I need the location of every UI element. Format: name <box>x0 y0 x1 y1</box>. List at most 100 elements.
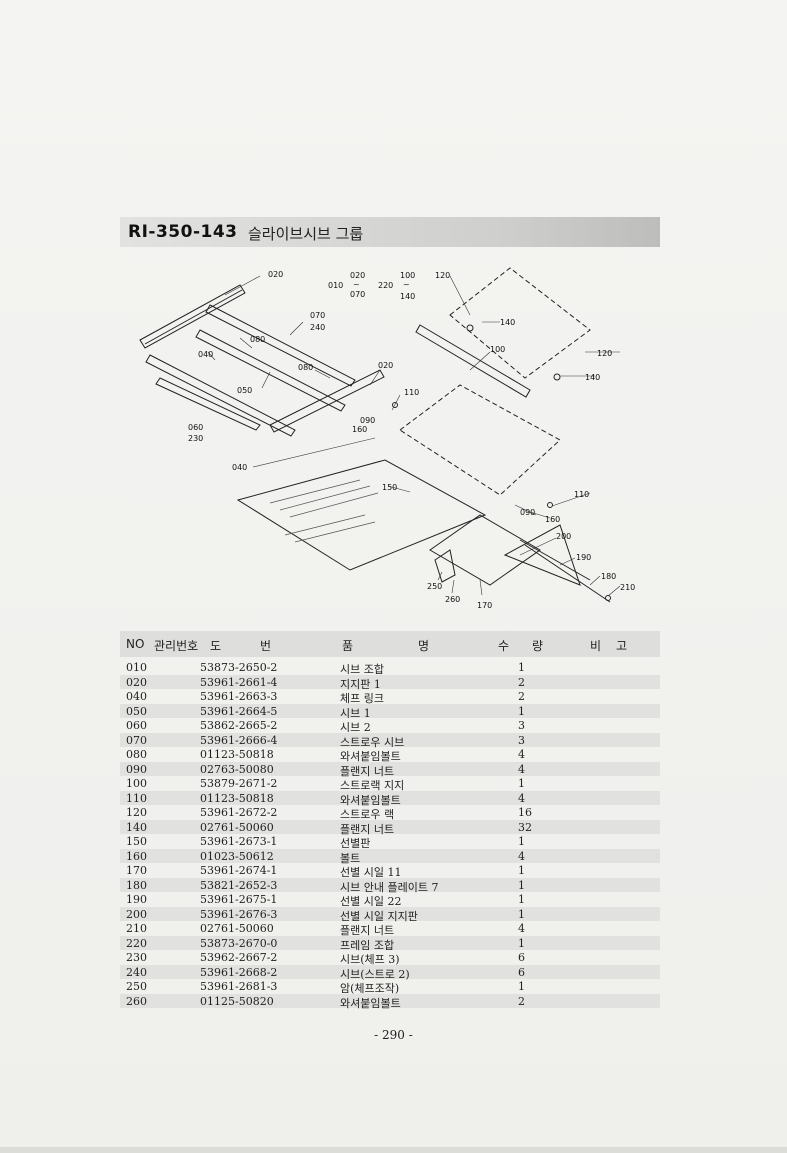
callout-160: 160 <box>352 425 367 434</box>
callout-220: 220 <box>378 281 393 290</box>
callout-260: 260 <box>445 595 460 604</box>
header-remark-a: 비 <box>590 639 602 653</box>
cell-no: 140 <box>126 820 147 834</box>
cell-drawing-no: 01023-50612 <box>200 849 274 863</box>
cell-drawing-no: 53961-2673-1 <box>200 835 278 848</box>
cell-part-name: 선별 시일 11 <box>340 866 402 879</box>
cell-part-name: 와셔붙임볼트 <box>340 750 401 763</box>
cell-drawing-no: 01123-50818 <box>200 748 274 761</box>
header-qty-a: 수 <box>498 639 510 653</box>
cell-qty: 3 <box>518 733 525 747</box>
cell-drawing-no: 02761-50060 <box>200 820 274 834</box>
callout-110-b: 110 <box>574 490 589 499</box>
cell-no: 050 <box>126 704 147 718</box>
callout-150: 150 <box>382 483 397 492</box>
cell-part-name: 플랜지 너트 <box>340 924 395 937</box>
cell-qty: 4 <box>518 849 525 863</box>
callout-010-bot: 070 <box>350 290 365 299</box>
straw-sieve-rail <box>205 304 356 387</box>
callout-160-b: 160 <box>545 515 560 524</box>
support-plate-1 <box>139 284 246 349</box>
cell-part-name: 선별판 <box>340 837 371 850</box>
cell-drawing-no: 53961-2668-2 <box>200 965 278 979</box>
cell-no: 260 <box>126 994 147 1008</box>
cell-qty: 4 <box>518 748 525 761</box>
cell-drawing-no: 02761-50060 <box>200 922 274 935</box>
callout-250: 250 <box>427 582 442 591</box>
cell-no: 120 <box>126 806 147 819</box>
cell-no: 220 <box>126 936 147 950</box>
cell-drawing-no: 02763-50080 <box>200 762 274 776</box>
cell-part-name: 시브(체프 3) <box>340 953 400 966</box>
header-qty-b: 량 <box>532 639 544 653</box>
cell-no: 180 <box>126 878 147 892</box>
header-no: NO <box>126 637 145 651</box>
callout-190: 190 <box>576 553 591 562</box>
cell-no: 250 <box>126 980 147 993</box>
group-code: RI-350-143 <box>128 222 238 242</box>
sieve-1-rail <box>145 354 296 437</box>
sieve-2-rail <box>155 377 261 431</box>
parts-table-header: NO 관리번호 도 번 품 명 수 량 비 고 <box>120 631 660 657</box>
cell-drawing-no: 53862-2665-2 <box>200 719 278 732</box>
cell-no: 160 <box>126 849 147 863</box>
callout-110: 110 <box>404 388 419 397</box>
cell-drawing-no: 53961-2661-4 <box>200 675 278 689</box>
cell-no: 200 <box>126 907 147 921</box>
cell-no: 150 <box>126 835 147 848</box>
cell-part-name: 시브(스트로 2) <box>340 967 410 981</box>
cell-qty: 1 <box>518 936 525 950</box>
flange-nut-marker <box>466 324 474 332</box>
cell-drawing-no: 53873-2670-0 <box>200 936 278 950</box>
callout-240: 240 <box>310 323 325 332</box>
straw-rack-support <box>415 324 531 398</box>
cell-no: 170 <box>126 864 147 877</box>
cell-no: 090 <box>126 762 147 776</box>
callout-080-b: 080 <box>298 363 313 372</box>
bolt-marker <box>547 502 553 508</box>
cell-qty: 3 <box>518 719 525 732</box>
cell-drawing-no: 53961-2681-3 <box>200 980 278 993</box>
cell-qty: 1 <box>518 980 525 993</box>
callout-220-top: 100 <box>400 271 415 280</box>
cell-drawing-no: 53961-2672-2 <box>200 806 278 819</box>
cell-no: 040 <box>126 690 147 703</box>
callout-200: 200 <box>556 532 571 541</box>
cell-drawing-no: 01125-50820 <box>200 994 274 1008</box>
sorting-seal <box>429 514 541 586</box>
cell-qty: 4 <box>518 791 525 805</box>
callout-140: 140 <box>500 318 515 327</box>
cell-part-name: 플랜지 너트 <box>340 822 395 836</box>
cell-drawing-no: 53961-2674-1 <box>200 864 278 877</box>
callout-180: 180 <box>601 572 616 581</box>
cell-drawing-no: 53879-2671-2 <box>200 777 278 790</box>
callout-220-bot: 140 <box>400 292 415 301</box>
cell-drawing-no: 53962-2667-2 <box>200 951 278 964</box>
cell-part-name: 스트로우 시브 <box>340 735 405 749</box>
callout-230: 230 <box>188 434 203 443</box>
callout-140-b: 140 <box>585 373 600 382</box>
callout-010: 010 <box>328 281 343 290</box>
callout-120: 120 <box>597 349 612 358</box>
callout-040: 040 <box>198 350 213 359</box>
flange-nut-marker <box>605 595 611 601</box>
exploded-parts-diagram: 020 010 020 ~ 070 220 100 ~ 140 120 140 … <box>139 267 635 610</box>
cell-qty: 1 <box>518 661 525 674</box>
cell-part-name: 프레임 조합 <box>340 938 395 952</box>
cell-drawing-no: 01123-50818 <box>200 791 274 805</box>
callout-090: 090 <box>360 416 375 425</box>
page-number: - 290 - <box>374 1028 413 1042</box>
cell-no: 210 <box>126 922 147 935</box>
